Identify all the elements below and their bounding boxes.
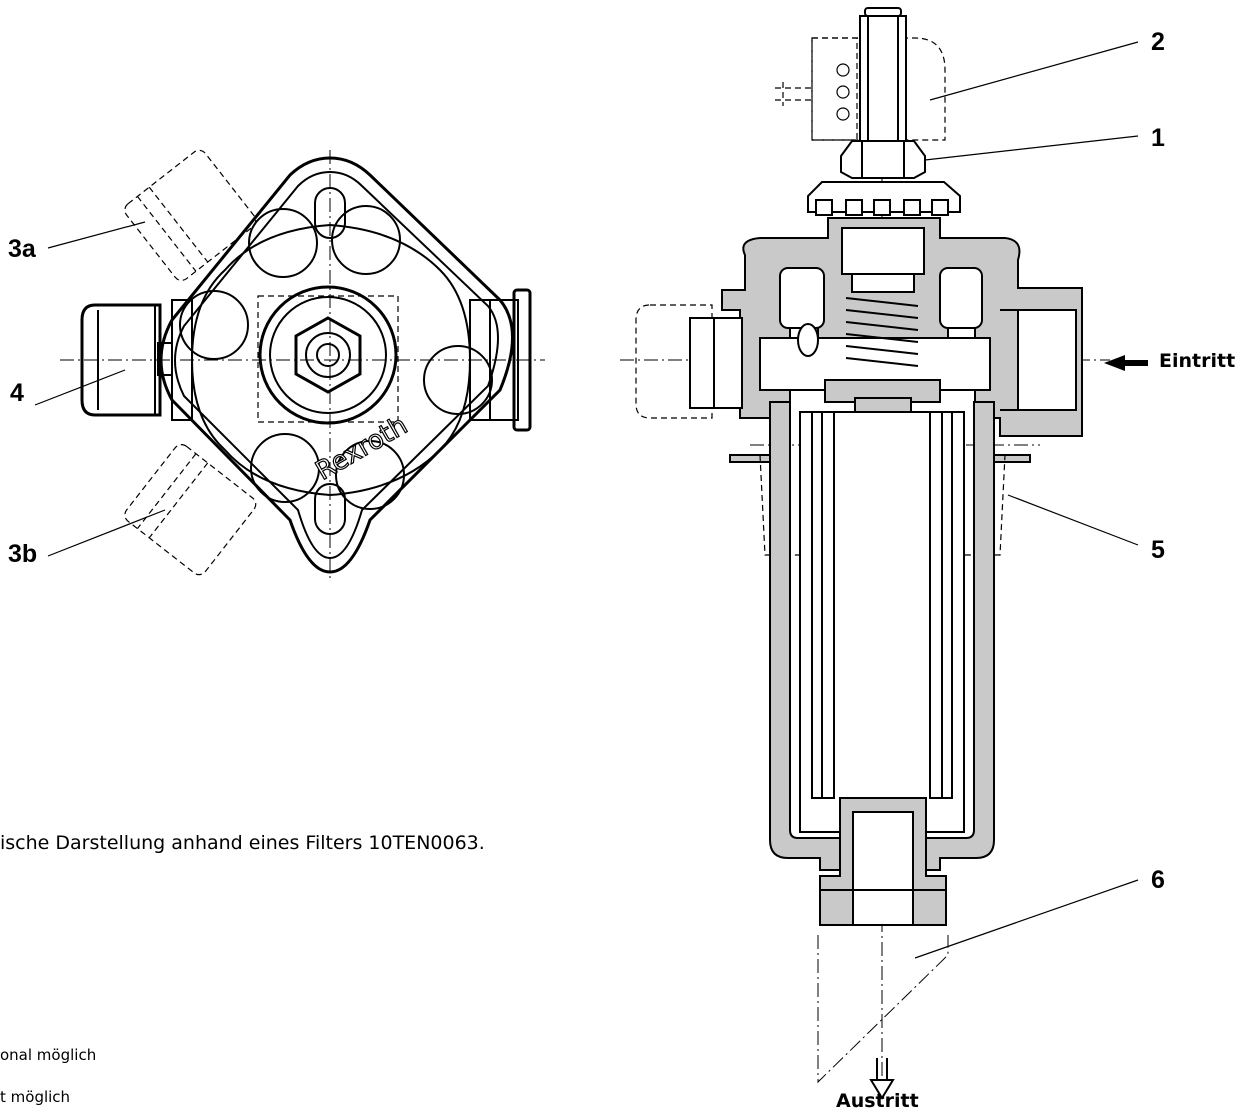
figure-caption: ische Darstellung anhand eines Filters 1… [0, 832, 485, 854]
top-view: Rexroth [34, 149, 545, 580]
callout-6: 6 [1151, 866, 1165, 894]
callout-3b: 3b [8, 540, 38, 568]
inlet-label: Eintritt [1159, 350, 1236, 372]
section-view [620, 7, 1148, 1100]
note-line-1: onal möglich [0, 1046, 97, 1064]
note-line-2: t möglich [0, 1088, 71, 1106]
callout-4: 4 [10, 379, 24, 407]
callout-3a: 3a [8, 235, 36, 263]
outlet-label: Austritt [836, 1090, 919, 1112]
callout-2: 2 [1151, 28, 1165, 56]
callout-1: 1 [1151, 124, 1165, 152]
callout-5: 5 [1151, 536, 1165, 564]
